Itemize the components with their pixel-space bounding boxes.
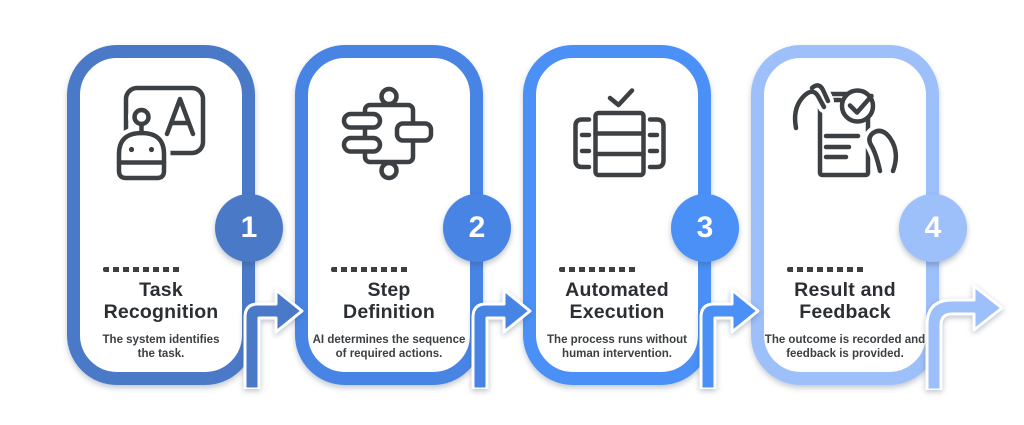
step-card-automated-execution: 3 Automated Execution The process runs w… bbox=[523, 45, 739, 385]
step-number-badge: 1 bbox=[215, 194, 283, 262]
step-number-badge: 2 bbox=[443, 194, 511, 262]
dashed-separator bbox=[331, 267, 409, 272]
arrow-step3-to-step4 bbox=[699, 288, 760, 389]
document-hands-check-icon bbox=[790, 79, 900, 178]
robot-presentation-icon bbox=[112, 85, 206, 185]
arrow-step1-to-step2 bbox=[243, 288, 304, 389]
step-description: The process runs without human intervent… bbox=[547, 334, 687, 360]
step-description: The system identifies the task. bbox=[102, 334, 220, 360]
dashed-separator bbox=[103, 267, 181, 272]
arrow-step2-to-step3 bbox=[471, 288, 532, 389]
step-number-badge: 3 bbox=[671, 194, 739, 262]
arrow-step4-exit bbox=[925, 284, 1004, 390]
workflow-blocks-icon bbox=[341, 86, 434, 181]
step-title: Automated Execution bbox=[565, 279, 669, 323]
dashed-separator bbox=[559, 267, 637, 272]
dashed-separator bbox=[787, 267, 865, 272]
step-title: Task Recognition bbox=[103, 279, 219, 323]
step-card-step-definition: 2 Step Definition AI determines the sequ… bbox=[295, 45, 511, 385]
step-description: AI determines the sequence of required a… bbox=[312, 334, 466, 360]
step-card-result-feedback: 4 Result and Feedback The outcome is rec… bbox=[751, 45, 967, 385]
step-number-badge: 4 bbox=[899, 194, 967, 262]
step-description: The outcome is recorded and feedback is … bbox=[764, 334, 926, 360]
step-title: Step Definition bbox=[343, 279, 435, 323]
machine-check-icon bbox=[573, 88, 666, 178]
step-title: Result and Feedback bbox=[794, 279, 896, 323]
step-card-task-recognition: 1 Task Recognition The system identifies… bbox=[67, 45, 283, 385]
